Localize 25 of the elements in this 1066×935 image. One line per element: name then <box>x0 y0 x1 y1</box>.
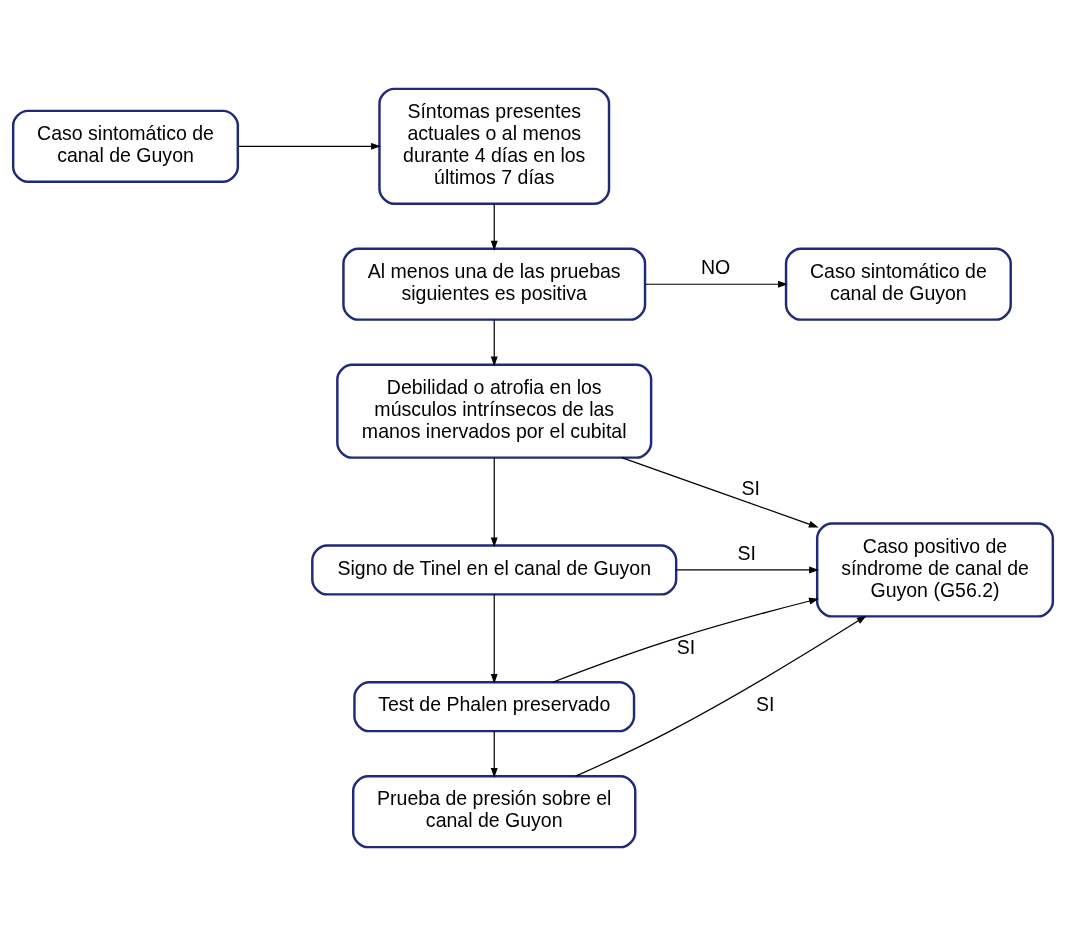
arrow <box>490 202 498 251</box>
node-box: Test de Phalen preservado <box>353 680 636 732</box>
node-box: Debilidad o atrofia en los músculos intrínsecos de las manos inervados por el cubital <box>336 363 653 459</box>
node-box: Al menos una de las pruebas siguientes es positiva <box>342 247 647 321</box>
arrow <box>552 597 819 683</box>
arrow <box>675 566 819 573</box>
arrow <box>237 142 381 150</box>
node-box: Caso sintomático de canal de Guyon <box>11 109 240 183</box>
edge-label: SI <box>676 635 696 658</box>
arrow <box>490 593 498 684</box>
arrow <box>490 730 498 778</box>
node-box: Caso sintomático de canal de Guyon <box>784 247 1012 321</box>
arrow <box>575 615 867 777</box>
node-box: Signo de Tinel en el canal de Guyon <box>311 543 678 596</box>
edge-label: SI <box>741 476 760 499</box>
node-box: Síntomas presentes actuales o al menos durante 4 días en los últimos 7 días <box>378 87 611 205</box>
arrow <box>644 280 788 288</box>
edge-label: NO <box>700 255 731 278</box>
arrow <box>490 456 498 547</box>
arrow <box>490 318 498 366</box>
node-box: Caso positivo de síndrome de canal de Guyon (G56.2) <box>815 521 1055 618</box>
arrow <box>621 456 819 527</box>
edge-label: SI <box>737 541 756 564</box>
node-box: Prueba de presión sobre el canal de Guyon <box>352 774 637 848</box>
edge-label: SI <box>756 692 775 715</box>
